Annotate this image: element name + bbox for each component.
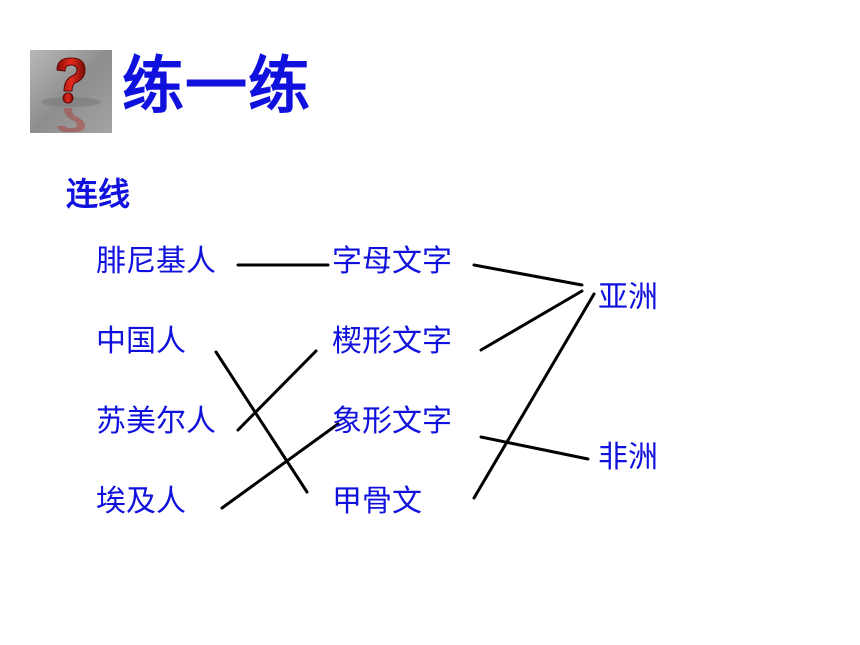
script-item[interactable]: 字母文字 xyxy=(332,244,452,279)
line-cuneiform-asia xyxy=(479,289,584,352)
exercise-subtitle: 连线 xyxy=(66,175,131,213)
line-sumerians-cuneiform xyxy=(236,349,318,432)
page-title: 练一练 xyxy=(122,49,312,122)
people-item[interactable]: 腓尼基人 xyxy=(96,244,216,279)
people-item[interactable]: 埃及人 xyxy=(96,484,186,519)
people-item[interactable]: 中国人 xyxy=(96,324,186,359)
continent-item[interactable]: 非洲 xyxy=(598,440,658,475)
line-chinese-oracle-bone xyxy=(214,350,309,494)
line-oracle-bone-asia xyxy=(472,292,596,500)
continent-item[interactable]: 亚洲 xyxy=(598,280,658,315)
line-egyptians-hieroglyph xyxy=(220,422,340,510)
script-item[interactable]: 楔形文字 xyxy=(332,324,452,359)
line-alphabet-asia xyxy=(472,263,584,287)
line-hieroglyph-africa xyxy=(479,435,590,461)
script-item[interactable]: 象形文字 xyxy=(332,404,452,439)
script-item[interactable]: 甲骨文 xyxy=(332,484,422,519)
people-item[interactable]: 苏美尔人 xyxy=(96,404,216,439)
question-mark-icon xyxy=(30,50,112,133)
